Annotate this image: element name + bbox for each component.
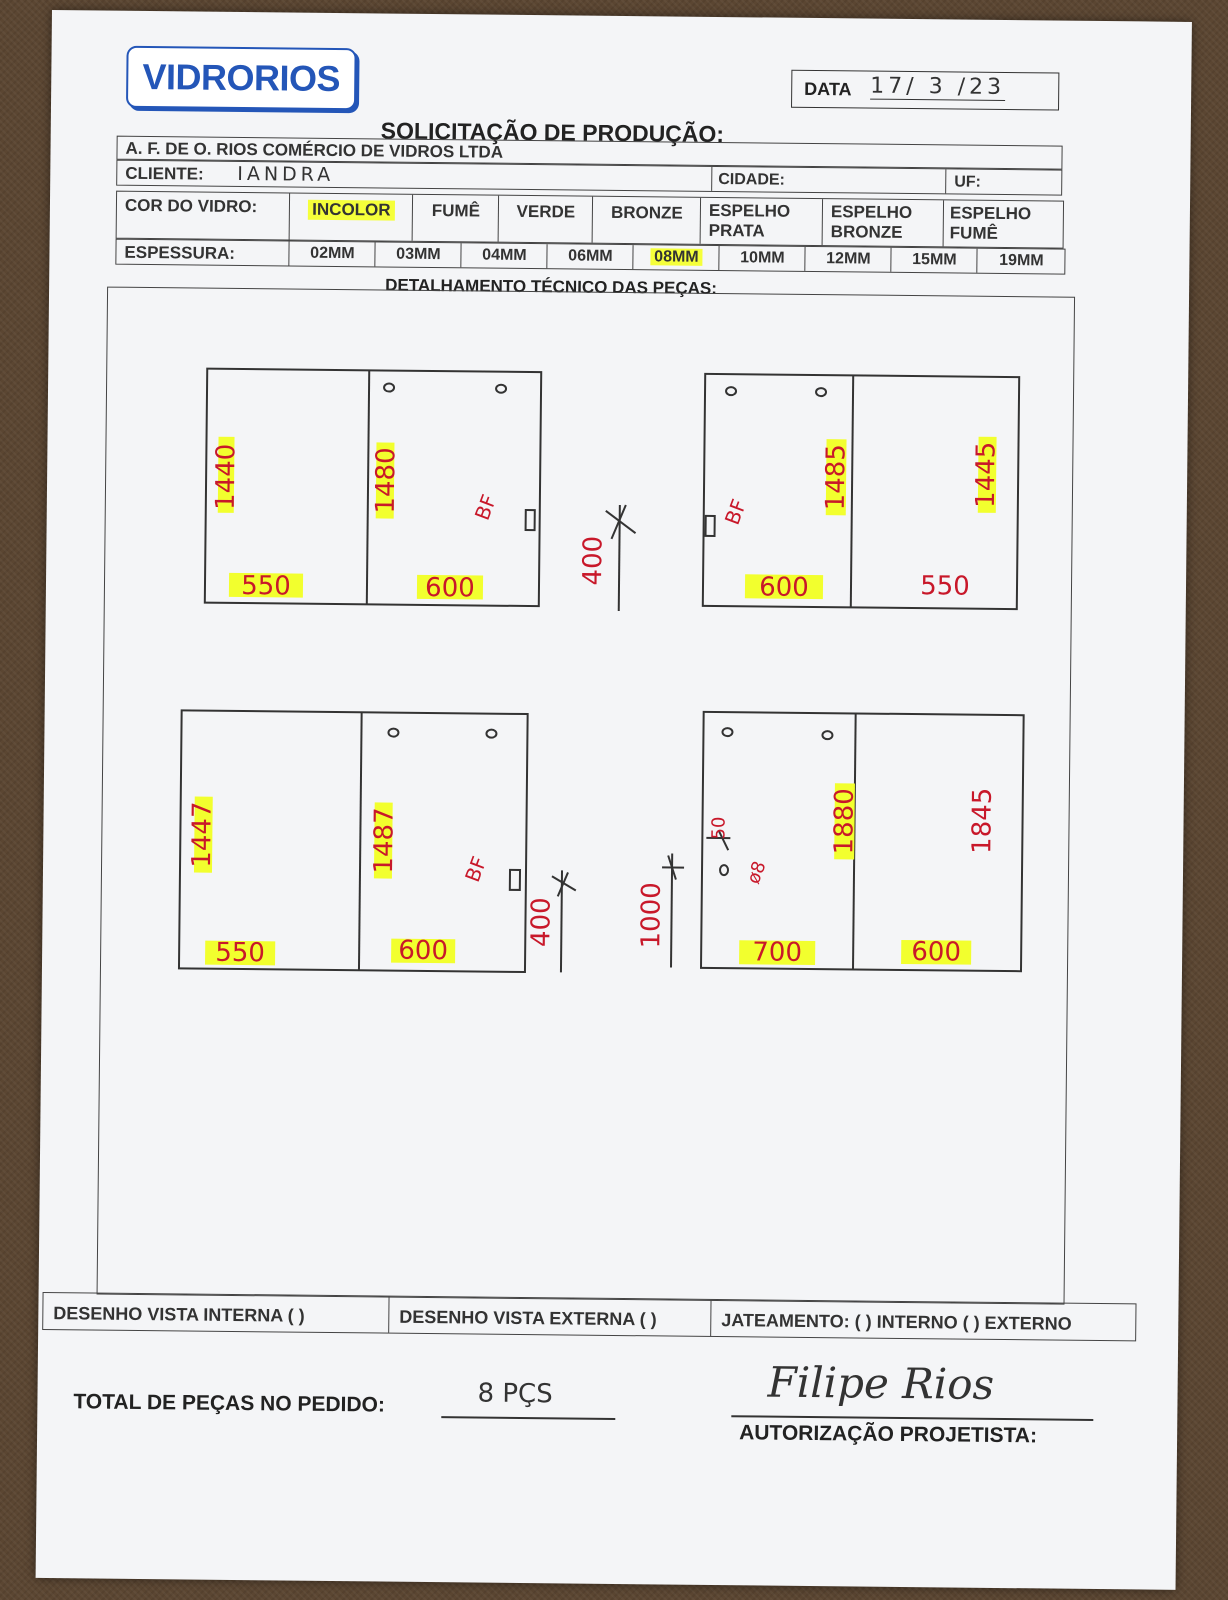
city-cell: CIDADE: bbox=[711, 166, 947, 194]
date-box: DATA 17/ 3 /23 bbox=[791, 69, 1060, 111]
note-top-right: BF bbox=[720, 496, 751, 528]
dim-bottom-left-left-height: 1447 bbox=[187, 801, 218, 867]
color-option-espelho-fume[interactable]: ESPELHO FUMÊ bbox=[942, 200, 1065, 248]
dim-top-left-left-width: 550 bbox=[241, 571, 291, 602]
client-value: IANDRA bbox=[237, 162, 335, 186]
color-option-fume[interactable]: FUMÊ bbox=[411, 194, 500, 242]
color-option-espelho-prata[interactable]: ESPELHO PRATA bbox=[699, 197, 824, 246]
dim-hole-offset: 50 bbox=[708, 816, 729, 839]
client-label: CLIENTE: bbox=[125, 163, 204, 184]
note-bottom-left: BF bbox=[460, 853, 491, 885]
dim-top-left-right-height: 1480 bbox=[371, 447, 402, 513]
bottom-left-frame bbox=[177, 709, 529, 974]
color-label: COR DO VIDRO: bbox=[124, 195, 258, 217]
signature-line bbox=[731, 1415, 1094, 1421]
thickness-06mm[interactable]: 06MM bbox=[546, 244, 634, 270]
thickness-label: ESPESSURA: bbox=[124, 242, 236, 263]
option-external-view[interactable]: DESENHO VISTA EXTERNA ( ) bbox=[388, 1296, 712, 1336]
color-option-espelho-bronze[interactable]: ESPELHO BRONZE bbox=[821, 199, 945, 247]
thickness-19mm[interactable]: 19MM bbox=[976, 248, 1066, 274]
technical-drawing-area: 1440 1480 550 600 BF 1485 1445 600 550 B… bbox=[96, 286, 1076, 1305]
dim-hole-diameter: ø8 bbox=[743, 858, 771, 886]
vidrorios-logo: VIDRORIOS bbox=[125, 45, 357, 111]
bottom-right-frame bbox=[699, 710, 1025, 973]
dim-top-left-left-height: 1440 bbox=[211, 444, 242, 510]
dim-bottom-right-right-height: 1845 bbox=[967, 788, 998, 854]
top-right-frame bbox=[701, 372, 1021, 611]
thickness-10mm[interactable]: 10MM bbox=[718, 245, 806, 271]
dim-bottom-left-left-width: 550 bbox=[215, 938, 265, 969]
dim-bottom-left-right-height: 1487 bbox=[369, 807, 400, 873]
dim-top-right-left-height: 1485 bbox=[821, 444, 852, 510]
thickness-15mm[interactable]: 15MM bbox=[890, 247, 978, 273]
thickness-04mm[interactable]: 04MM bbox=[460, 243, 548, 269]
top-left-frame bbox=[203, 367, 543, 608]
technical-sketch: 1440 1480 550 600 BF 1485 1445 600 550 B… bbox=[177, 367, 1025, 974]
dim-center-bottom-right: 1000 bbox=[636, 882, 667, 948]
note-top-left: BF bbox=[470, 491, 501, 523]
dim-top-left-right-width: 600 bbox=[425, 573, 475, 604]
dim-top-right-left-width: 600 bbox=[759, 572, 809, 603]
dim-bottom-right-left-width: 700 bbox=[752, 937, 802, 968]
date-value: 17/ 3 /23 bbox=[870, 73, 1006, 101]
option-sandblast[interactable]: JATEAMENTO: ( ) INTERNO ( ) EXTERNO bbox=[710, 1299, 1137, 1341]
uf-label: UF: bbox=[954, 173, 981, 191]
designer-signature: Filipe Rios bbox=[767, 1357, 995, 1409]
color-option-verde[interactable]: VERDE bbox=[497, 195, 594, 243]
dim-bottom-right-right-width: 600 bbox=[911, 937, 961, 968]
dim-center-bottom-left: 400 bbox=[526, 897, 557, 947]
total-pieces-value: 8 PÇS bbox=[477, 1378, 553, 1410]
thickness-08mm[interactable]: 08MM bbox=[632, 245, 720, 271]
company-name: A. F. DE O. RIOS COMÉRCIO DE VIDROS LTDA bbox=[125, 138, 504, 162]
dim-top-right-right-width: 550 bbox=[920, 571, 970, 602]
date-label: DATA bbox=[804, 78, 852, 100]
total-pieces-line bbox=[441, 1416, 616, 1420]
total-pieces-label: TOTAL DE PEÇAS NO PEDIDO: bbox=[73, 1390, 386, 1417]
thickness-02mm[interactable]: 02MM bbox=[288, 241, 376, 267]
uf-cell: UF: bbox=[945, 169, 1063, 195]
dim-center-top: 400 bbox=[578, 536, 609, 586]
production-form: VIDRORIOS DATA 17/ 3 /23 SOLICITAÇÃO DE … bbox=[35, 10, 1192, 1590]
authorization-label: AUTORIZAÇÃO PROJETISTA: bbox=[739, 1421, 1038, 1448]
city-label: CIDADE: bbox=[718, 170, 786, 189]
color-option-bronze[interactable]: BRONZE bbox=[591, 196, 702, 244]
dim-bottom-right-left-height: 1880 bbox=[829, 788, 860, 854]
thickness-03mm[interactable]: 03MM bbox=[374, 242, 462, 268]
dim-bottom-left-right-width: 600 bbox=[398, 936, 448, 967]
dim-top-right-right-height: 1445 bbox=[971, 442, 1002, 508]
color-option-incolor[interactable]: INCOLOR bbox=[288, 193, 414, 241]
option-internal-view[interactable]: DESENHO VISTA INTERNA ( ) bbox=[53, 1303, 305, 1326]
thickness-12mm[interactable]: 12MM bbox=[804, 246, 892, 272]
